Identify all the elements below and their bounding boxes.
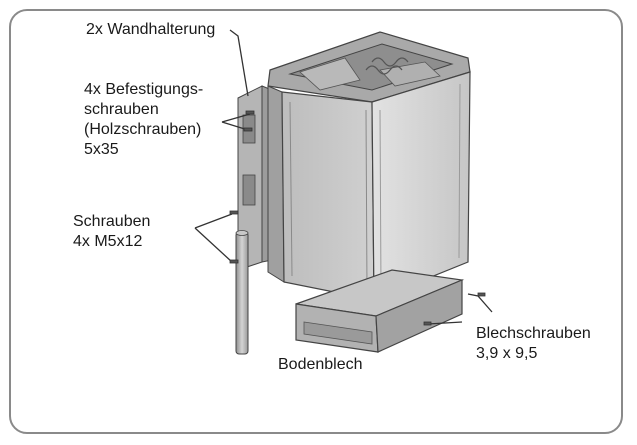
sauna-heater-icon <box>267 31 471 301</box>
label-wall-bracket: 2x Wandhalterung <box>86 21 216 38</box>
bottom-plate-icon <box>295 269 465 353</box>
label-sheet-metal-screws: Blechschrauben 3,9 x 9,5 <box>476 325 591 362</box>
label-bottom-plate: Bodenblech <box>278 356 363 373</box>
rod-icon <box>235 230 249 355</box>
label-fixing-screws: 4x Befestigungs- schrauben (Holzschraube… <box>84 81 204 158</box>
screw-icon <box>229 110 486 326</box>
label-screws: Schrauben 4x M5x12 <box>73 213 151 250</box>
